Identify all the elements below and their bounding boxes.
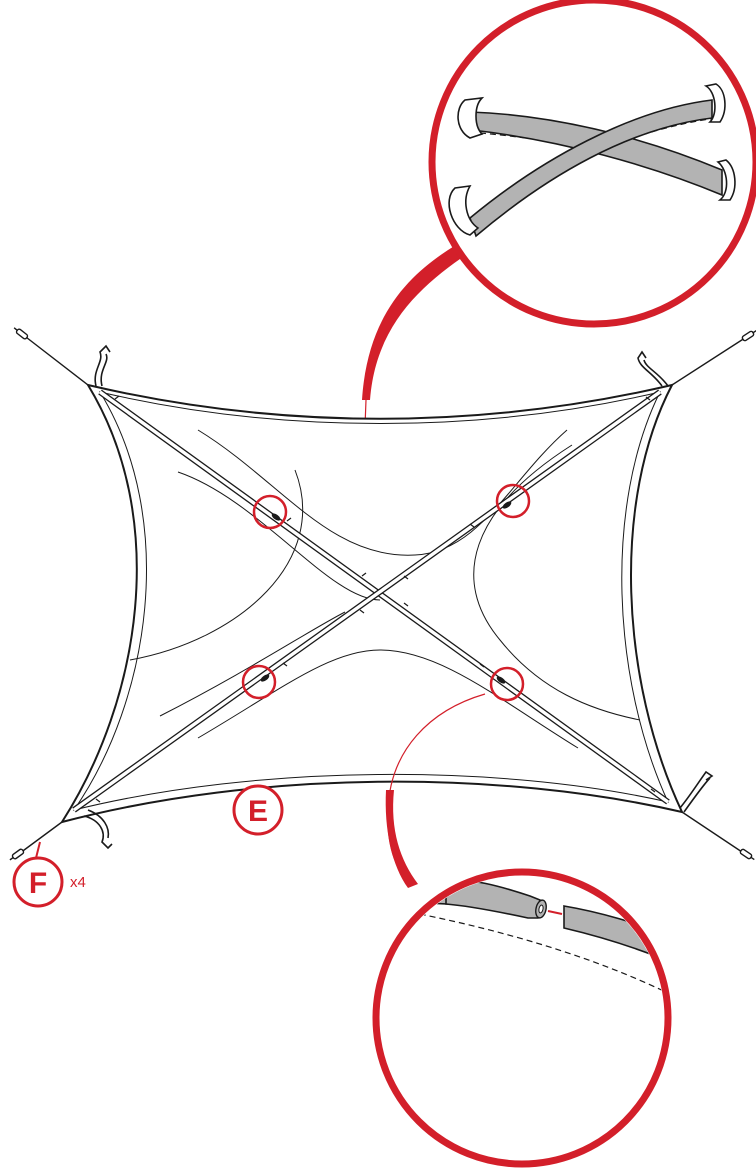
pole-joint-detail xyxy=(372,868,672,1168)
part-f-label: F xyxy=(29,867,47,900)
guy-line xyxy=(15,333,749,857)
part-f-callout: F x4 xyxy=(12,841,86,908)
part-e-callout: E xyxy=(232,784,284,836)
bottom-detail-connector xyxy=(385,693,486,888)
part-f-quantity: x4 xyxy=(70,874,86,891)
joint-markers xyxy=(241,483,531,702)
tarp-shape xyxy=(59,383,684,824)
part-e-label: E xyxy=(248,795,268,828)
pole-crossing-detail xyxy=(428,0,756,328)
cross-poles xyxy=(72,389,670,813)
stake-icon xyxy=(9,327,756,861)
corner-hook-icon xyxy=(83,344,714,850)
